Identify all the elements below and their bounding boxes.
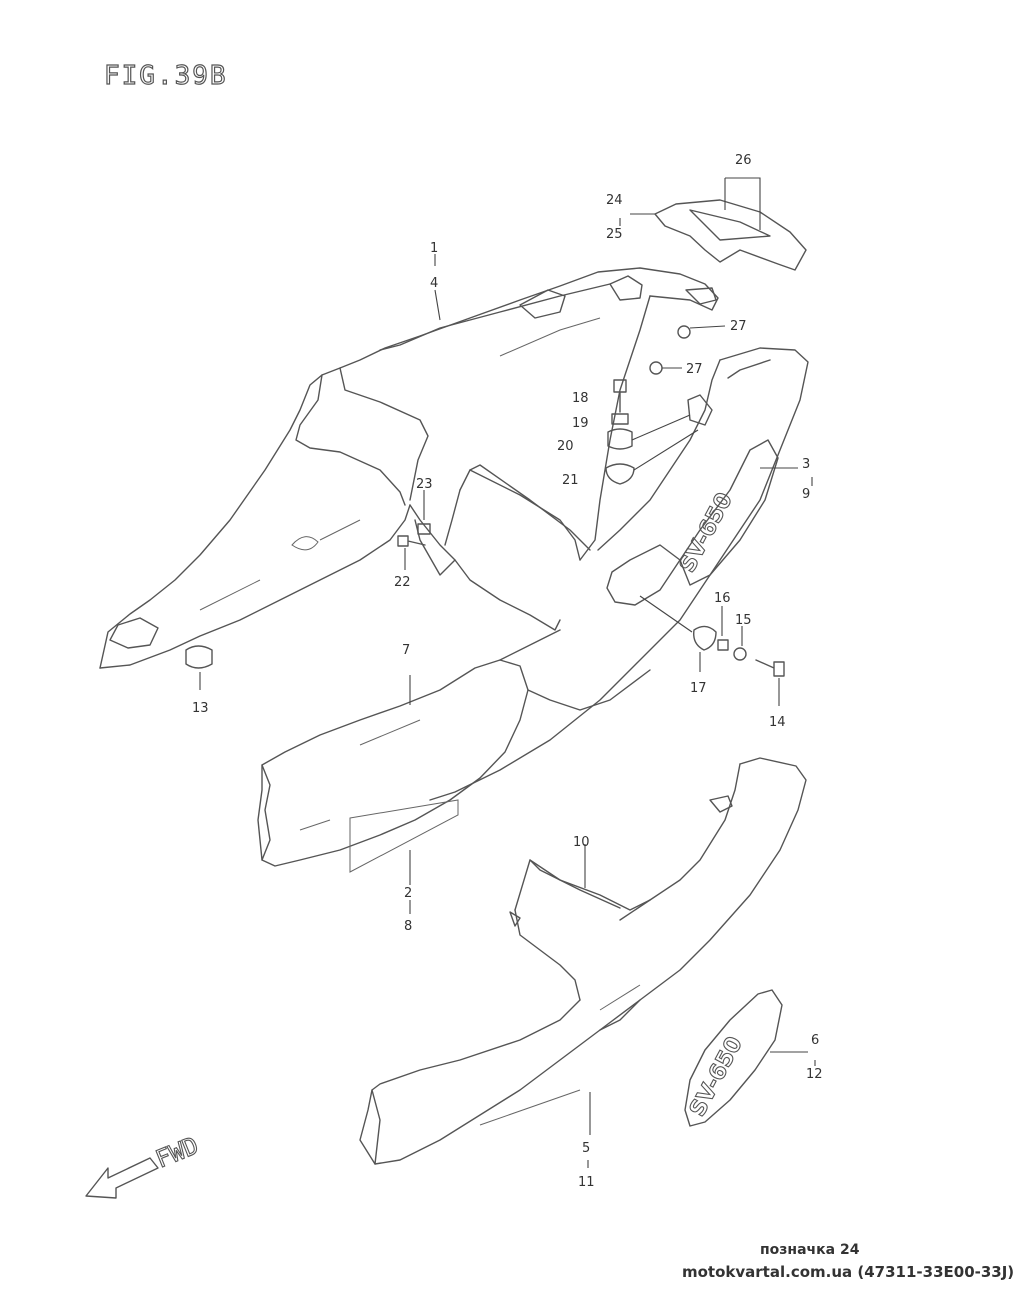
part-label: 19 — [572, 416, 589, 431]
part-label: 25 — [606, 227, 623, 242]
part-label: 27 — [686, 362, 703, 377]
part-label: 3 — [802, 457, 810, 472]
nut-icon — [677, 325, 691, 339]
part-label: 5 — [582, 1141, 590, 1156]
seat-tail-cowl — [99, 267, 719, 669]
part-label: 8 — [404, 919, 412, 934]
part-label: 26 — [735, 153, 752, 168]
decal-text-upper: SV-650 — [675, 489, 738, 577]
fwd-label: FWD — [152, 1131, 203, 1173]
part-label: 17 — [690, 681, 707, 696]
reference-note: позначка 24 — [760, 1242, 860, 1258]
part-label: 9 — [802, 487, 810, 502]
part-label: 1 — [430, 241, 438, 256]
part-label: 24 — [606, 193, 623, 208]
part-label: 18 — [572, 391, 589, 406]
right-frame-cover: SV-650 — [429, 347, 809, 801]
part-label: 11 — [578, 1175, 595, 1190]
side-decal: SV-650 — [684, 989, 808, 1127]
part-label: 12 — [806, 1067, 823, 1082]
part-label: 22 — [394, 575, 411, 590]
part-label: 2 — [404, 886, 412, 901]
part-label: 14 — [769, 715, 786, 730]
bolt-washer-group — [639, 595, 785, 706]
nut-icon — [649, 361, 663, 375]
part-label: 13 — [192, 701, 209, 716]
part-label: 16 — [714, 591, 731, 606]
forward-direction-arrow: FWD — [85, 1131, 203, 1199]
screw-grommet-group — [605, 379, 699, 485]
figure-title: FIG.39B — [104, 61, 228, 91]
part-label: 27 — [730, 319, 747, 334]
left-frame-cover — [359, 757, 807, 1165]
fwd-arrow-icon — [85, 1157, 159, 1199]
part-label: 23 — [416, 477, 433, 492]
grommet-icon — [185, 645, 213, 669]
part-label: 6 — [811, 1033, 819, 1048]
part-label: 4 — [430, 276, 438, 291]
bolt-icon — [397, 535, 426, 547]
part-label: 21 — [562, 473, 579, 488]
site-watermark: motokvartal.com.ua (47311-33E00-33J) — [682, 1263, 1014, 1281]
left-side-cover — [257, 629, 651, 873]
clip-icon — [417, 523, 431, 535]
part-label: 20 — [557, 439, 574, 454]
part-label: 10 — [573, 835, 590, 850]
decal-text-lower: SV-650 — [685, 1033, 748, 1121]
tail-end-piece — [630, 177, 807, 271]
part-label: 15 — [735, 613, 752, 628]
part-label: 7 — [402, 643, 410, 658]
